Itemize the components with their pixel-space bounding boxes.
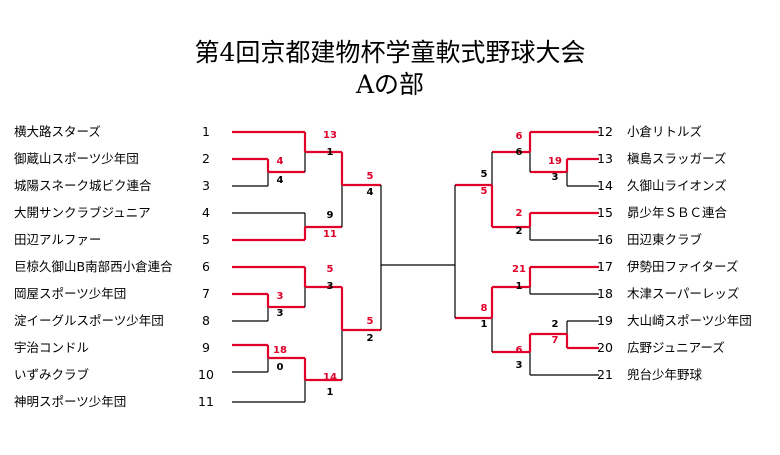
team-seed: 21 [597, 367, 613, 382]
team-name: 大山崎スポーツ少年団 [627, 313, 752, 328]
team-name: 兜台少年野球 [627, 367, 703, 382]
team-seed: 2 [202, 151, 210, 166]
loser-score: 2 [515, 226, 523, 237]
team-seed: 17 [597, 259, 613, 274]
team-seed: 12 [597, 124, 613, 139]
team-seed: 20 [597, 340, 613, 355]
loser-score: 1 [515, 281, 523, 292]
winner-score: 5 [366, 316, 374, 327]
loser-score: 1 [326, 147, 334, 158]
team-name: 大開サンクラブジュニア [14, 205, 151, 220]
winner-score: 7 [551, 335, 559, 346]
team-seed: 10 [198, 367, 214, 382]
team-seed: 15 [597, 205, 613, 220]
team-name: 横大路スターズ [14, 124, 101, 139]
winner-score: 5 [480, 186, 488, 197]
loser-score: 3 [276, 308, 284, 319]
winner-score: 14 [323, 372, 337, 383]
team-seed: 4 [202, 205, 210, 220]
team-name: 小倉リトルズ [627, 124, 703, 139]
winner-score: 21 [512, 264, 526, 275]
team-seed: 9 [202, 340, 210, 355]
loser-score: 9 [326, 210, 334, 221]
team-name: 昴少年ＳＢＣ連合 [627, 205, 728, 220]
team-name: 広野ジュニアーズ [627, 340, 725, 355]
team-name: いずみクラブ [14, 367, 90, 382]
team-name: 田辺アルファー [14, 232, 102, 247]
loser-score: 1 [480, 319, 488, 330]
loser-score: 4 [276, 175, 284, 186]
winner-score: 3 [276, 291, 284, 302]
winner-score: 18 [273, 345, 287, 356]
loser-score: 4 [366, 187, 374, 198]
team-name: 神明スポーツ少年団 [14, 394, 127, 409]
winner-score: 8 [480, 303, 488, 314]
loser-score: 3 [551, 172, 559, 183]
winner-score: 5 [366, 171, 374, 182]
team-name: 伊勢田ファイターズ [627, 259, 739, 274]
team-name: 久御山ライオンズ [627, 178, 727, 193]
team-seed: 13 [597, 151, 613, 166]
team-seed: 18 [597, 286, 613, 301]
team-seed: 8 [202, 313, 210, 328]
team-seed: 7 [202, 286, 210, 301]
team-seed: 11 [198, 394, 214, 409]
team-name: 御蔵山スポーツ少年団 [14, 151, 139, 166]
page-subtitle: Aの部 [355, 70, 425, 99]
winner-score: 19 [548, 156, 562, 167]
loser-score: 6 [515, 147, 523, 158]
team-seed: 19 [597, 313, 613, 328]
team-name: 木津スーパーレッズ [627, 286, 740, 301]
winner-score: 6 [515, 345, 523, 356]
team-seed: 1 [202, 124, 210, 139]
page-title: 第4回京都建物杯学童軟式野球大会 [194, 38, 586, 67]
team-seed: 5 [202, 232, 210, 247]
winner-score: 11 [323, 229, 337, 240]
loser-score: 0 [276, 362, 284, 373]
team-name: 田辺東クラブ [627, 232, 703, 247]
loser-score: 3 [326, 281, 334, 292]
loser-score: 2 [366, 333, 374, 344]
team-seed: 16 [597, 232, 613, 247]
team-name: 巨椋久御山B南部西小倉連合 [14, 259, 173, 274]
winner-score: 2 [515, 208, 523, 219]
loser-score: 3 [515, 360, 523, 371]
winner-score: 5 [326, 264, 334, 275]
team-name: 城陽スネーク城ビク連合 [14, 178, 152, 193]
team-seed: 3 [202, 178, 210, 193]
team-seed: 14 [597, 178, 613, 193]
winner-score: 6 [515, 131, 523, 142]
loser-score: 1 [326, 387, 334, 398]
team-name: 槇島スラッガーズ [627, 151, 727, 166]
loser-score: 5 [480, 169, 488, 180]
winner-score: 4 [276, 156, 284, 167]
winner-score: 13 [323, 130, 337, 141]
team-name: 宇治コンドル [14, 340, 90, 355]
team-seed: 6 [202, 259, 210, 274]
loser-score: 2 [551, 319, 559, 330]
team-name: 淀イーグルスポーツ少年団 [14, 313, 164, 328]
team-name: 岡屋スポーツ少年団 [14, 286, 127, 301]
